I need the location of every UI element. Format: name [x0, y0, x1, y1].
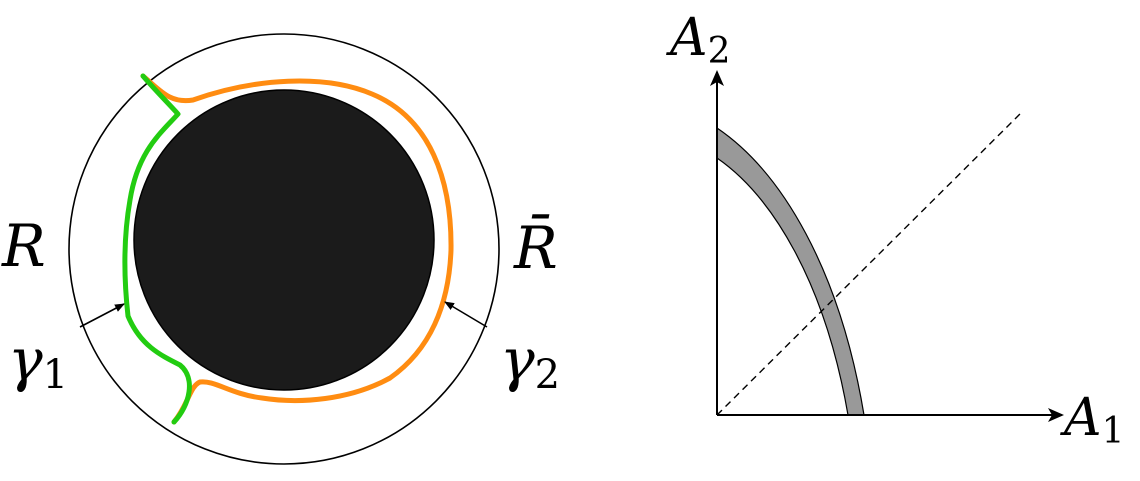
- left-panel: R R̄ γ1 γ2: [1, 33, 560, 465]
- outer-boundary-circle: [68, 33, 500, 465]
- x-axis-label: A1: [1060, 388, 1124, 452]
- diagonal-dashed-line: [716, 110, 1024, 416]
- area-band: [716, 126, 865, 416]
- gamma1-pointer-arrow: [79, 303, 125, 328]
- y-axis-label: A2: [666, 8, 730, 72]
- gamma1-curve: [122, 73, 192, 425]
- gamma2-pointer-arrow: [444, 301, 488, 328]
- gamma1-label: γ1: [8, 326, 68, 398]
- right-panel: A2 A1: [666, 8, 1124, 452]
- gamma2-label: γ2: [500, 326, 560, 398]
- region-rbar-label: R̄: [513, 213, 558, 282]
- region-r-label: R: [1, 212, 46, 280]
- black-hole-disk: [133, 89, 435, 391]
- gamma2-curve: [140, 73, 454, 425]
